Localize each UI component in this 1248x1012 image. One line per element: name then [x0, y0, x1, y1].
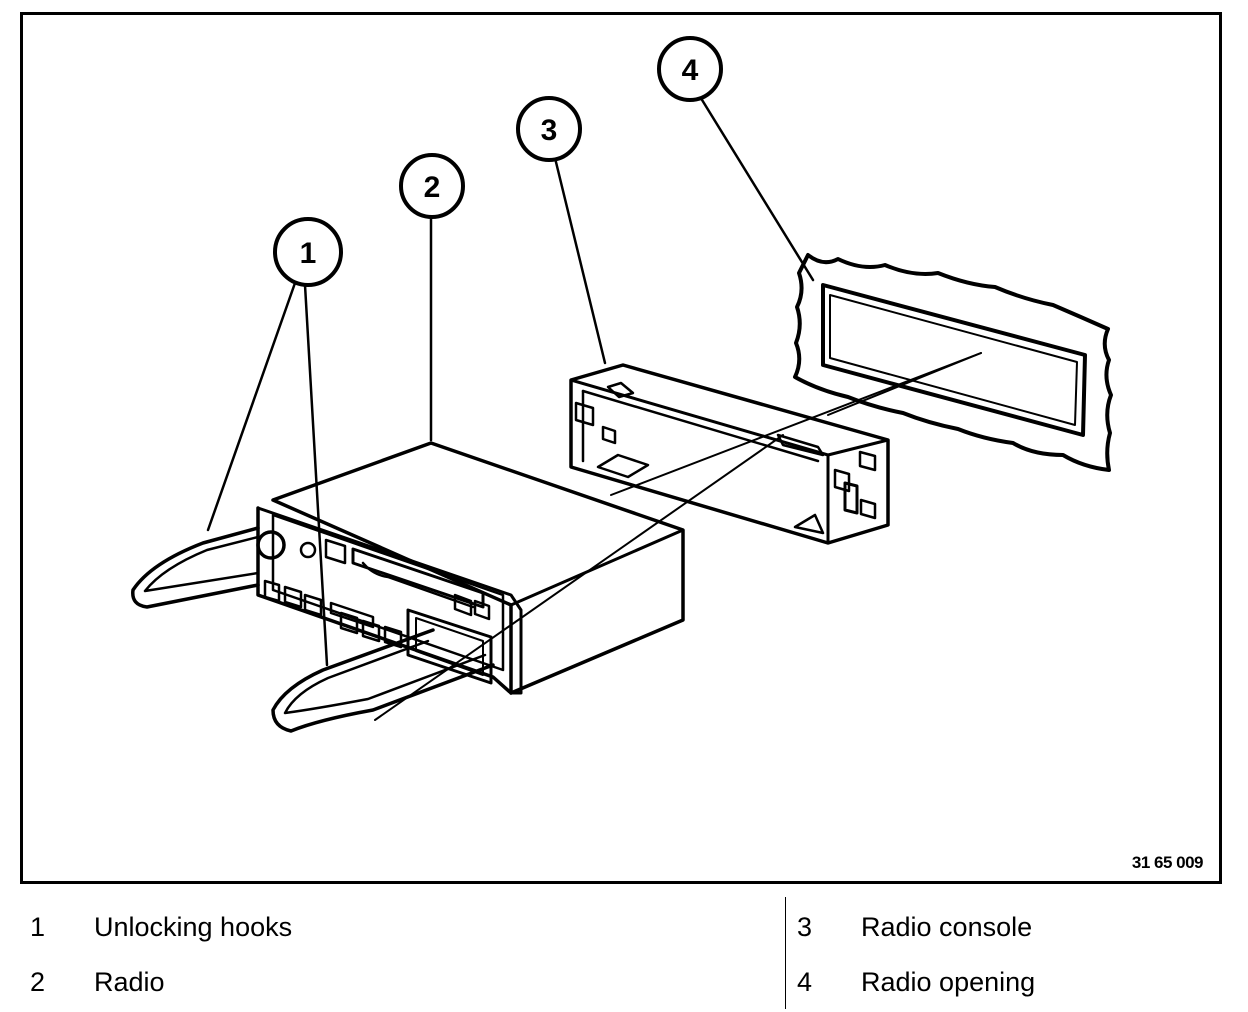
radio-unit	[256, 441, 685, 695]
legend-number: 3	[797, 912, 813, 942]
svg-text:3: 3	[541, 114, 558, 147]
svg-text:1: 1	[300, 237, 317, 270]
figure-number: 31 65 009	[1131, 853, 1204, 872]
legend-number: 2	[30, 967, 46, 997]
callout-1: 1	[273, 217, 343, 287]
legend-label: Radio	[94, 967, 165, 997]
legend-label: Radio opening	[861, 967, 1036, 997]
leader-lines	[206, 93, 815, 667]
unlocking-hook-upper	[131, 526, 260, 609]
svg-text:4: 4	[682, 54, 699, 87]
radio-console-cage	[569, 363, 890, 545]
legend-number: 1	[30, 912, 46, 942]
alignment-lines	[374, 352, 982, 721]
callout-2: 2	[399, 153, 465, 219]
radio-opening-panel	[793, 253, 1113, 472]
callout-4: 4	[657, 36, 723, 102]
legend-label: Unlocking hooks	[94, 912, 293, 942]
unlocking-hook-lower	[271, 628, 495, 733]
svg-text:2: 2	[424, 171, 441, 204]
legend-number: 4	[797, 967, 813, 997]
legend: 1 Unlocking hooks 2 Radio 3 Radio consol…	[0, 895, 1248, 1012]
callout-3: 3	[516, 96, 582, 162]
legend-label: Radio console	[861, 912, 1033, 942]
figure-frame: 1 2 3 4 31 65 009	[20, 12, 1222, 884]
exploded-diagram: 1 2 3 4	[131, 36, 1113, 733]
legend-divider	[785, 897, 786, 1009]
